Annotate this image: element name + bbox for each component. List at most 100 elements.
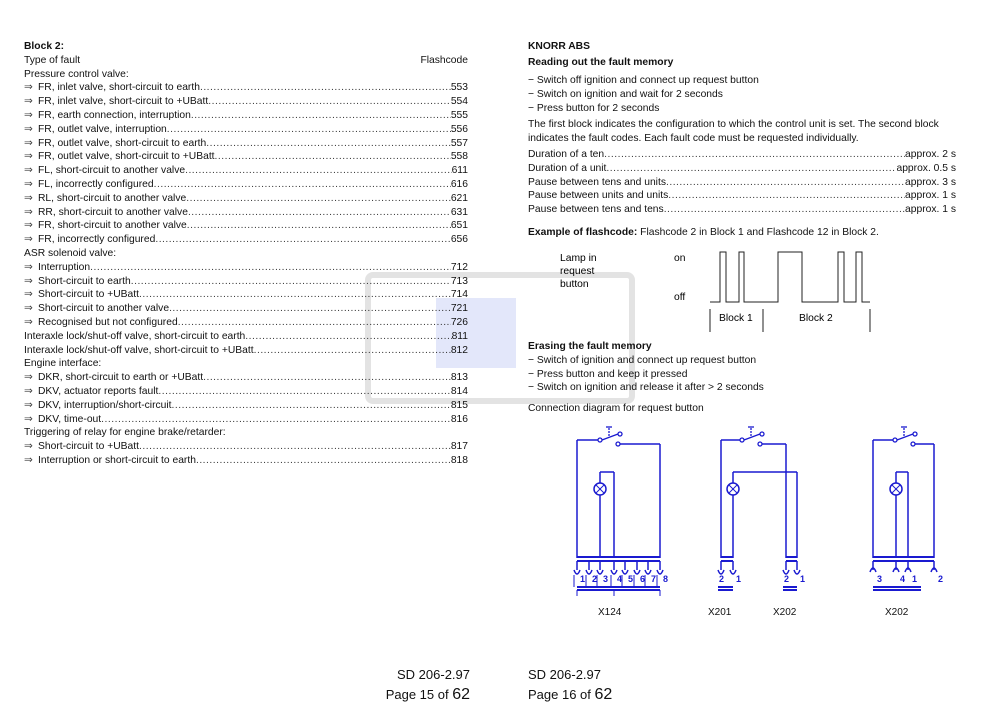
fault-text: Short-circuit to earth bbox=[38, 275, 131, 287]
flashcode: 555 bbox=[450, 109, 468, 121]
arrow-icon: ⇒ bbox=[24, 261, 33, 273]
fault-row: ⇒Short-circuit to +UBatt714 bbox=[24, 288, 468, 302]
connector-pin-icon bbox=[869, 567, 877, 573]
connector-pin-icon bbox=[610, 569, 618, 575]
fault-text: DKV, interruption/short-circuit bbox=[38, 399, 172, 411]
lamp-icon bbox=[726, 482, 740, 496]
flashcode: 554 bbox=[450, 96, 468, 108]
connector-pin-icon bbox=[596, 569, 604, 575]
page-prefix: Page 16 of bbox=[528, 687, 595, 702]
pin-label: 6 bbox=[640, 574, 645, 584]
arrow-icon: ⇒ bbox=[24, 289, 33, 301]
fault-row: ⇒RR, short-circuit to another valve631 bbox=[24, 206, 468, 220]
flashcode: 621 bbox=[450, 192, 468, 204]
pin-label: 1 bbox=[912, 574, 917, 584]
flashcode: 558 bbox=[450, 151, 468, 163]
duration-row: Pause between tens and tens approx. 1 s bbox=[528, 203, 956, 217]
fault-text: FR, outlet valve, short-circuit to +UBat… bbox=[38, 151, 215, 163]
arrow-icon: ⇒ bbox=[24, 385, 33, 397]
push-button-switch-icon bbox=[597, 426, 623, 447]
group-heading: Engine interface: bbox=[24, 358, 102, 370]
push-button-switch-icon bbox=[892, 426, 918, 447]
fault-text: Interruption or short-circuit to earth bbox=[38, 454, 196, 466]
fault-row: ⇒Short-circuit to another valve721 bbox=[24, 302, 468, 316]
erasing-section: Erasing the fault memory − Switch of ign… bbox=[528, 340, 968, 416]
arrow-icon: ⇒ bbox=[24, 96, 33, 108]
connector-label: X124 bbox=[598, 607, 622, 618]
pin-label: 3 bbox=[877, 574, 882, 584]
page-number: Page 15 of 62 bbox=[386, 685, 470, 705]
duration-value: approx. 1 s bbox=[905, 190, 956, 202]
block2-label: Block 2 bbox=[799, 313, 833, 324]
arrow-icon: ⇒ bbox=[24, 82, 33, 94]
fault-row: Interaxle lock/shut-off valve, short-cir… bbox=[24, 344, 468, 358]
flashcode: 712 bbox=[450, 261, 468, 273]
fault-row: ⇒FL, incorrectly configured616 bbox=[24, 178, 468, 192]
duration-value: approx. 2 s bbox=[905, 148, 956, 160]
fault-row: ⇒FR, inlet valve, short-circuit to earth… bbox=[24, 81, 468, 95]
arrow-icon: ⇒ bbox=[24, 441, 33, 453]
connector-pin-icon bbox=[729, 569, 737, 575]
duration-label: Duration of a unit bbox=[528, 162, 607, 174]
pin-label: 4 bbox=[900, 574, 905, 584]
group-heading: Pressure control valve: bbox=[24, 68, 129, 80]
arrow-icon: ⇒ bbox=[24, 234, 33, 246]
fault-text: FR, outlet valve, short-circuit to earth bbox=[38, 137, 207, 149]
fault-text: RL, short-circuit to another valve bbox=[38, 192, 187, 204]
fault-row: ⇒DKV, interruption/short-circuit815 bbox=[24, 399, 468, 413]
reading-steps: − Switch off ignition and connect up req… bbox=[528, 74, 968, 115]
connector-pin-icon bbox=[717, 569, 725, 575]
duration-value: approx. 3 s bbox=[905, 176, 956, 188]
col-flashcode: Flashcode bbox=[420, 54, 468, 66]
fault-text: Interaxle lock/shut-off valve, short-cir… bbox=[24, 330, 246, 342]
duration-label: Duration of a ten bbox=[528, 148, 605, 160]
duration-label: Pause between units and units bbox=[528, 190, 669, 202]
lamp-icon bbox=[593, 482, 607, 496]
connector-pin-icon bbox=[904, 567, 912, 573]
arrow-icon: ⇒ bbox=[24, 372, 33, 384]
left-page: Block 2: Type of fault Flashcode Pressur… bbox=[24, 40, 468, 468]
connector-pin-icon bbox=[644, 569, 652, 575]
pin-label: 5 bbox=[628, 574, 633, 584]
fault-text: FR, outlet valve, interruption bbox=[38, 123, 167, 135]
duration-label: Pause between tens and tens bbox=[528, 204, 664, 216]
reading-step: − Switch on ignition and wait for 2 seco… bbox=[528, 88, 723, 100]
fault-row: ⇒FR, outlet valve, short-circuit to eart… bbox=[24, 137, 468, 151]
flashcode: 557 bbox=[450, 137, 468, 149]
arrow-icon: ⇒ bbox=[24, 454, 33, 466]
connector-label: X202 bbox=[885, 607, 909, 618]
fault-row: ⇒RL, short-circuit to another valve621 bbox=[24, 192, 468, 206]
lamp-label: button bbox=[560, 279, 589, 290]
fault-row: ⇒FR, outlet valve, interruption556 bbox=[24, 123, 468, 137]
connector-pin-icon bbox=[892, 567, 900, 573]
flashcode: 553 bbox=[450, 82, 468, 94]
push-button-switch-icon bbox=[739, 426, 765, 447]
fault-row: ⇒FR, short-circuit to another valve651 bbox=[24, 219, 468, 233]
section-title: KNORR ABS bbox=[528, 41, 590, 52]
flashcode: 811 bbox=[451, 330, 468, 342]
duration-row: Pause between units and units approx. 1 s bbox=[528, 189, 956, 203]
flash-signal bbox=[710, 251, 870, 303]
connector-pin-icon bbox=[573, 569, 581, 575]
fault-text: FR, earth connection, interruption bbox=[38, 109, 191, 121]
flashcode: 812 bbox=[450, 344, 468, 356]
arrow-icon: ⇒ bbox=[24, 206, 33, 218]
pin-label: 2 bbox=[719, 574, 724, 584]
arrow-icon: ⇒ bbox=[24, 123, 33, 135]
fault-text: Short-circuit to +UBatt bbox=[38, 441, 140, 453]
duration-value: approx. 1 s bbox=[905, 204, 956, 216]
flashcode: 815 bbox=[450, 399, 468, 411]
arrow-icon: ⇒ bbox=[24, 413, 33, 425]
erasing-steps: − Switch of ignition and connect up requ… bbox=[528, 354, 968, 395]
pin-label: 7 bbox=[651, 574, 656, 584]
example-text: Flashcode 2 in Block 1 and Flashcode 12 … bbox=[637, 226, 879, 238]
lamp-label: request bbox=[560, 266, 594, 277]
flashcode: 817 bbox=[450, 441, 468, 453]
fault-row: Interaxle lock/shut-off valve, short-cir… bbox=[24, 330, 468, 344]
description-paragraph: The first block indicates the configurat… bbox=[528, 119, 939, 145]
pin-label: 8 bbox=[663, 574, 668, 584]
example-flashcode: Example of flashcode: Flashcode 2 in Blo… bbox=[528, 226, 968, 240]
fault-text: Short-circuit to +UBatt bbox=[38, 289, 140, 301]
